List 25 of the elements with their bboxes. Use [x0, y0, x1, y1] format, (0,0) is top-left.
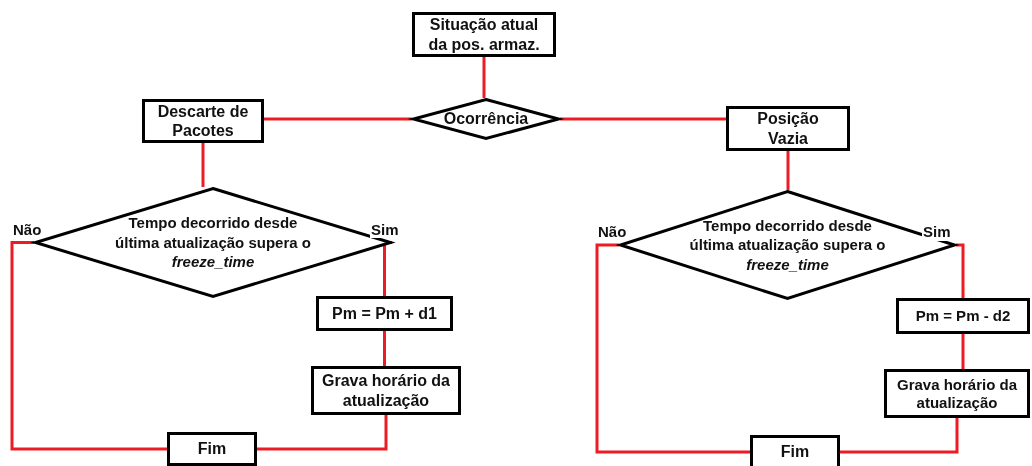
connector-line	[840, 418, 959, 454]
process-box: Grava horário da atualização	[311, 366, 461, 415]
process-box: Pm = Pm + d1	[316, 296, 453, 331]
process-box: Situação atual da pos. armaz.	[412, 12, 556, 57]
connector-line	[10, 241, 167, 451]
connector-line	[560, 117, 726, 121]
connector-line	[257, 415, 388, 451]
connector-line	[482, 57, 486, 98]
connector-line	[383, 331, 386, 366]
process-box: Descarte de Pacotes	[142, 99, 264, 143]
connector-line	[264, 117, 412, 121]
decision-text: Tempo decorrido desde última atualização supera o freeze_time	[688, 215, 887, 275]
edge-label: Sim	[922, 224, 952, 241]
process-box: Posição Vazia	[726, 106, 850, 151]
edge-label: Não	[12, 221, 43, 238]
connector-line	[201, 143, 205, 187]
process-box: Fim	[750, 435, 840, 466]
process-box: Grava horário da atualização	[884, 369, 1030, 418]
connector-line	[595, 243, 750, 454]
connector-line	[961, 334, 965, 369]
connector-line	[956, 243, 965, 298]
process-box: Fim	[167, 432, 257, 466]
decision-text: Ocorrência	[443, 108, 529, 129]
connector-line	[786, 151, 790, 190]
process-box: Pm = Pm - d2	[896, 298, 1030, 334]
